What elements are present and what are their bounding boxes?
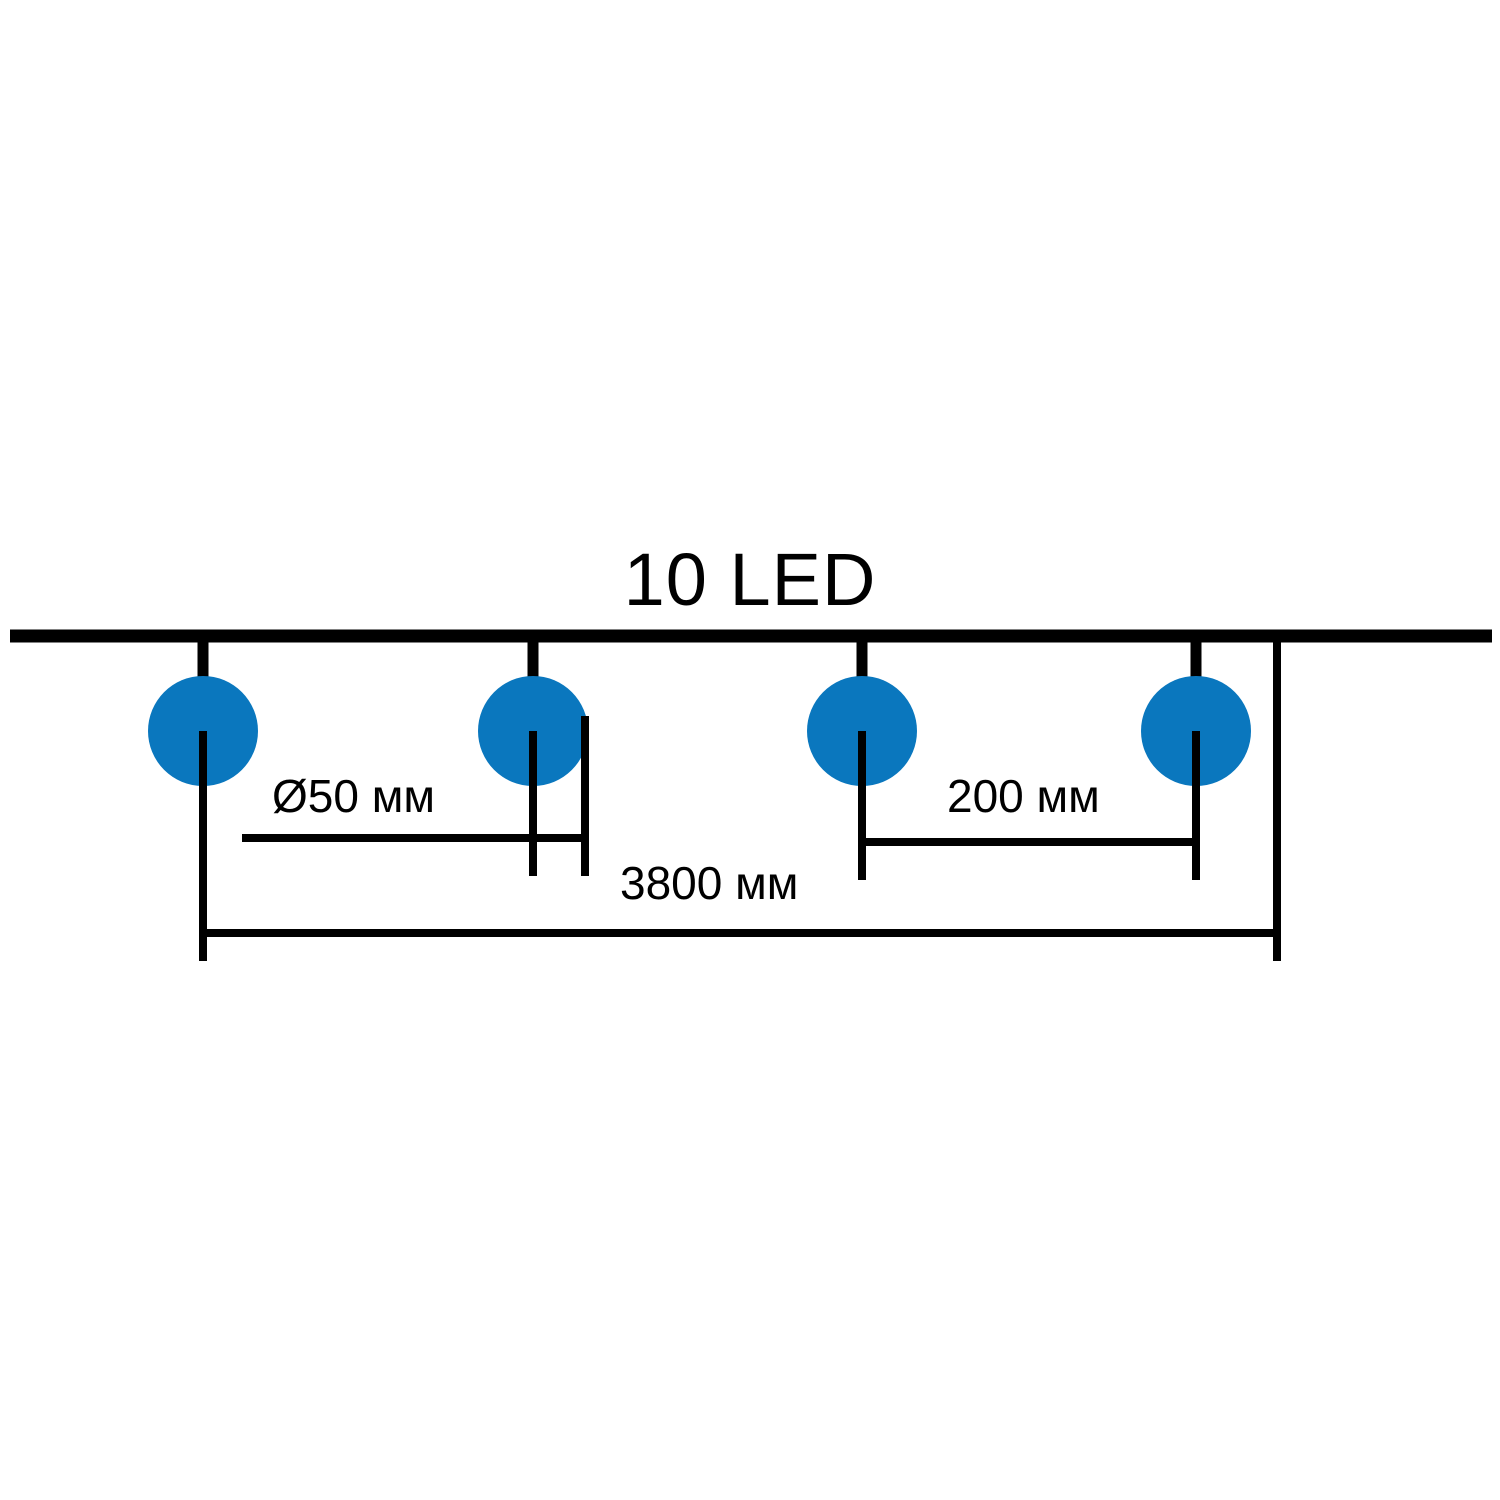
- led-stem-group: [197, 636, 1202, 731]
- dimension-label-led-spacing: 200 мм: [947, 770, 1100, 822]
- dimension-label-total-length: 3800 мм: [620, 857, 798, 909]
- page-title: 10 LED: [624, 538, 877, 621]
- dimension-line-group: [203, 834, 1277, 937]
- extension-line-group: [199, 636, 1281, 961]
- dimension-label-led-diameter: Ø50 мм: [272, 770, 435, 822]
